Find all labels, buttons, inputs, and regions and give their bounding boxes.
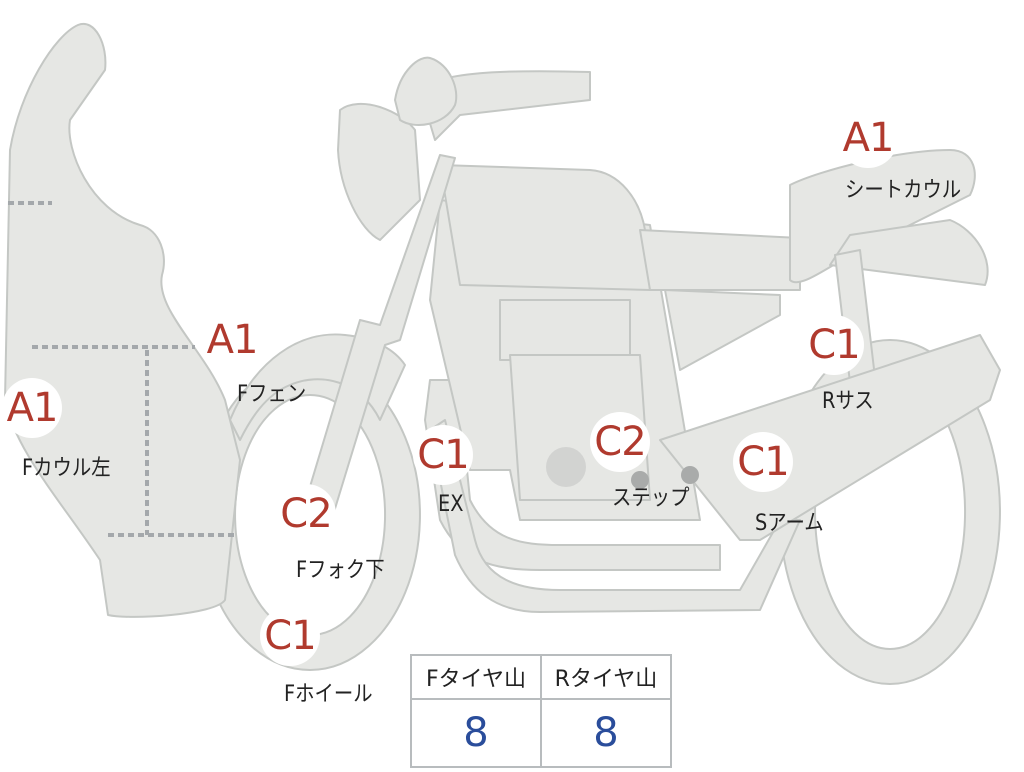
headlight [337,102,421,241]
swing-arm-grade: C1 [733,432,793,492]
engine-upper [499,299,631,361]
front-fork [299,154,456,526]
swing-arm-label: Sアーム [755,511,824,536]
front-cowl-left-label: Fカウル左 [22,456,111,481]
front-fender-label: Fフェン [237,382,307,407]
front-wheel-label: Fホイール [284,682,373,707]
front-fork-lower-label: Fフォク下 [296,558,385,583]
swing-arm-shape [659,334,1001,541]
front-cowl-shape [4,22,241,618]
step-label: ステップ [612,486,690,511]
tire-tread-table: Fタイヤ山 Rタイヤ山 8 8 [410,654,672,768]
front-cowl-left-grade: A1 [2,378,62,438]
fuel-tank [439,164,651,291]
rear-suspension-grade: C1 [804,315,864,375]
rear-tire-value: 8 [540,698,672,768]
front-fork-lower-grade: C2 [276,484,336,544]
seat-cowl-label: シートカウル [845,178,962,203]
front-tire-header: Fタイヤ山 [410,654,542,700]
seat-cowl-shape [789,149,976,284]
rear-tire-header: Rタイヤ山 [540,654,672,700]
front-tire-value: 8 [410,698,542,768]
step-grade: C2 [590,412,650,472]
front-fender-grade: A1 [202,310,262,370]
rear-fender [829,219,989,286]
seat [639,229,801,291]
exhaust-pipe-lower [429,419,801,613]
seat-cowl-grade: A1 [838,108,898,168]
front-wheel-grade: C1 [260,606,320,666]
mirror [394,56,458,126]
rear-suspension-label: Rサス [822,389,874,414]
exhaust-grade: C1 [413,425,473,485]
side-cover [664,289,781,371]
exhaust-label: EX [438,492,464,517]
